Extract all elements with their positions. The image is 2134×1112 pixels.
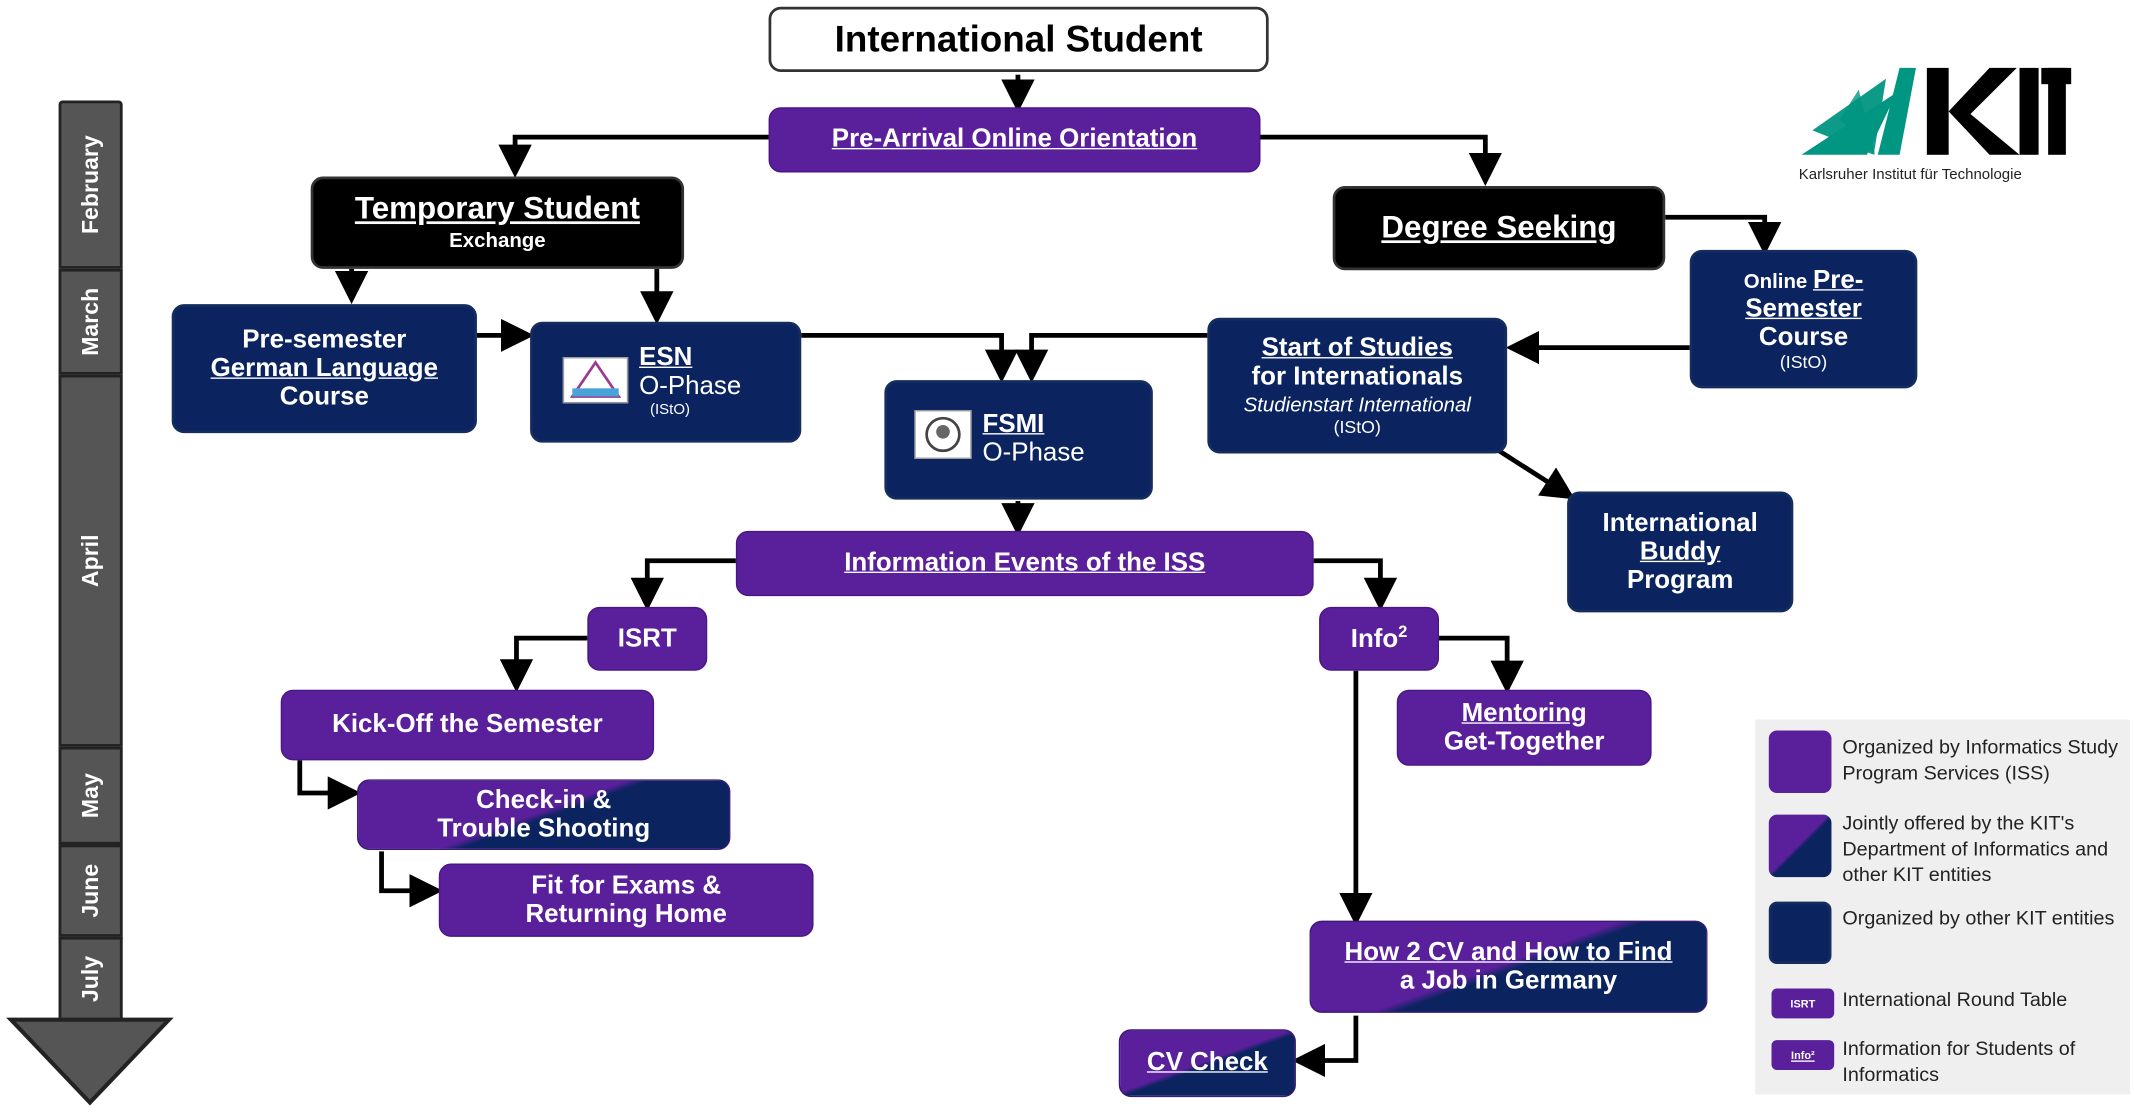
check-in-trouble-shooting-node[interactable]: Check-in & Trouble Shooting: [357, 779, 731, 850]
legend-chip-info2: Info²: [1771, 1040, 1835, 1070]
fsmi-o-phase-link[interactable]: FSMI O-Phase: [884, 380, 1153, 500]
month-february: February: [58, 100, 123, 269]
month-july: July: [58, 936, 123, 1019]
legend-swatch-joint: [1768, 814, 1832, 878]
how-2-cv-job-link[interactable]: How 2 CV and How to Find a Job in German…: [1309, 920, 1708, 1013]
esn-logo-icon: [562, 357, 629, 404]
start-of-studies-link[interactable]: Start of Studies for Internationals Stud…: [1207, 317, 1508, 454]
degree-seeking-node[interactable]: Degree Seeking: [1332, 186, 1666, 271]
pre-arrival-orientation-link[interactable]: Pre-Arrival Online Orientation: [768, 107, 1261, 173]
legend-text-isrt: International Round Table: [1842, 989, 2068, 1012]
international-buddy-program-link[interactable]: International Buddy Program: [1567, 491, 1794, 613]
fsmi-logo-icon: [914, 410, 972, 459]
kit-logo-subtitle: Karlsruher Institut für Technologie: [1798, 167, 2022, 184]
fit-for-exams-node[interactable]: Fit for Exams & Returning Home: [438, 863, 814, 937]
info2-node[interactable]: Info2: [1319, 606, 1440, 671]
month-may: May: [58, 746, 123, 845]
legend-chip-isrt: ISRT: [1771, 988, 1835, 1019]
esn-o-phase-link[interactable]: ESN O-Phase (IStO): [530, 321, 802, 443]
legend-text-info2: Information for Students of Informatics: [1842, 1038, 2076, 1087]
online-pre-semester-course-link[interactable]: Online Pre- Semester Course (IStO): [1689, 249, 1918, 389]
month-june: June: [58, 844, 123, 937]
cv-check-link[interactable]: CV Check: [1118, 1029, 1296, 1098]
isrt-node[interactable]: ISRT: [587, 606, 708, 671]
mentoring-get-together-link[interactable]: Mentoring Get-Together: [1396, 689, 1652, 766]
legend-swatch-other: [1768, 901, 1832, 965]
month-april: April: [58, 374, 123, 747]
legend-text-joint: Jointly offered by the KIT's Department …: [1842, 813, 2109, 887]
legend-text-other: Organized by other KIT entities: [1842, 908, 2115, 931]
legend-swatch-iss: [1768, 730, 1832, 793]
kit-logo: Karlsruher Institut für Technologie: [1798, 60, 2072, 184]
kick-off-semester-node[interactable]: Kick-Off the Semester: [280, 689, 655, 761]
temporary-student-node[interactable]: Temporary Student Exchange: [310, 176, 685, 269]
information-events-link[interactable]: Information Events of the ISS: [735, 530, 1314, 597]
timeline-arrowhead: [6, 1017, 174, 1106]
month-march: March: [58, 268, 123, 375]
legend: Organized by Informatics Study Program S…: [1755, 719, 2130, 1095]
legend-text-iss: Organized by Informatics Study Program S…: [1842, 737, 2119, 785]
kit-logo-mark: [1801, 67, 2072, 155]
german-language-course-link[interactable]: Pre-semester German Language Course: [171, 304, 477, 434]
page-title: International Student: [768, 6, 1269, 72]
